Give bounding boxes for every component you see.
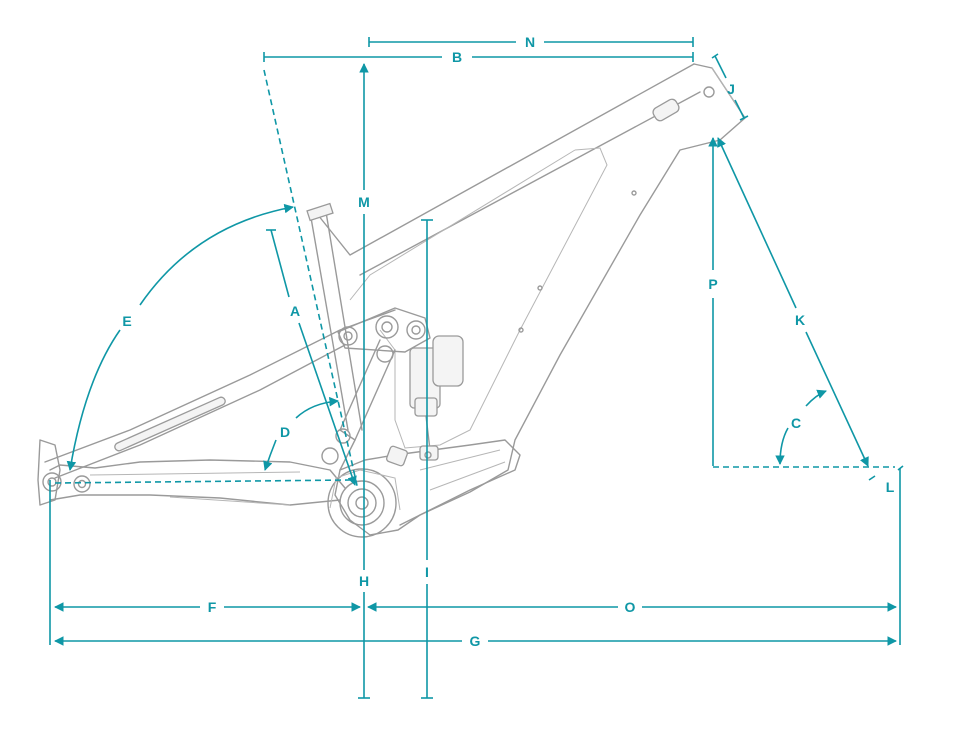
label-l: L: [886, 479, 895, 495]
label-h: H: [359, 573, 369, 589]
label-n: N: [525, 34, 535, 50]
label-j: J: [727, 81, 735, 97]
label-m: M: [358, 194, 370, 210]
label-o: O: [625, 599, 636, 615]
dimension-labels: N B J M A E D P K C L I H F O G: [122, 34, 894, 649]
label-a: A: [290, 303, 300, 319]
label-d: D: [280, 424, 290, 440]
label-k: K: [795, 312, 805, 328]
dimension-lines: [49, 37, 904, 699]
bike-frame: [37, 63, 746, 538]
label-b: B: [452, 49, 462, 65]
label-i: I: [425, 564, 429, 580]
label-f: F: [208, 599, 217, 615]
label-c: C: [791, 415, 801, 431]
label-e: E: [122, 313, 131, 329]
label-p: P: [708, 276, 717, 292]
label-g: G: [470, 633, 481, 649]
